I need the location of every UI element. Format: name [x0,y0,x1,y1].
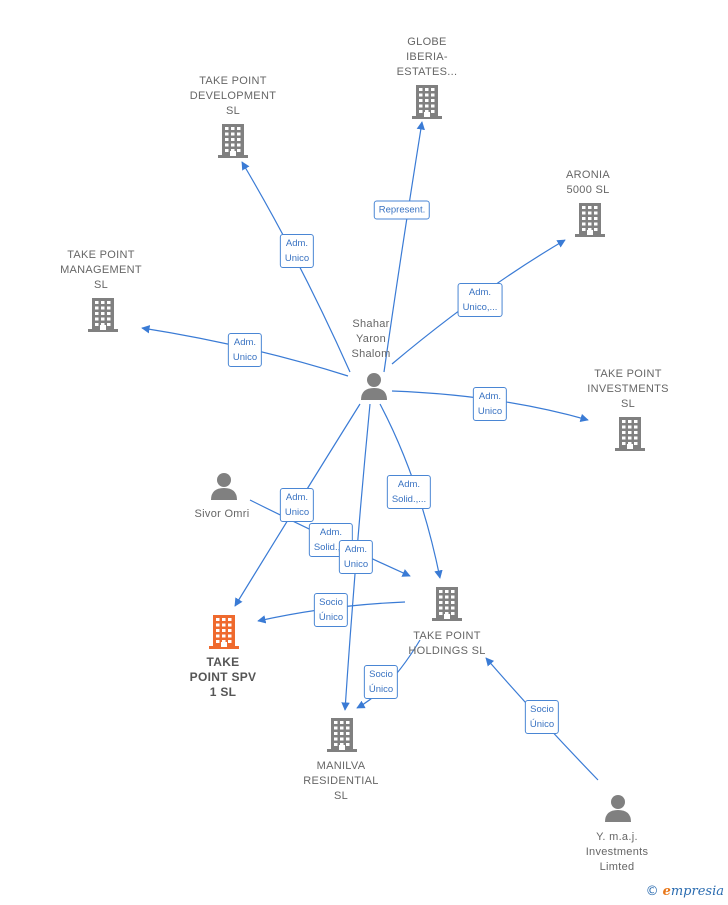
edge-label-e-globe[interactable]: Represent. [373,200,431,220]
edge-label-line: Adm. [344,544,368,555]
edge-label-line: Adm. [233,337,257,348]
edge-label-line: Único [318,612,344,623]
edge-label-line: Adm. [397,479,421,490]
edge-label-line: Adm. [478,391,502,402]
node-label-manilva[interactable]: MANILVA RESIDENTIAL SL [303,759,378,804]
edge-label-line: Represent. [378,204,426,216]
node-label-line: TAKE POINT [594,368,662,380]
building-icon[interactable] [410,84,444,125]
edge-label-line: Unico [284,253,310,264]
node-label-line: Investments [585,846,649,858]
node-label-line: TAKE POINT [199,75,267,87]
copyright-symbol: © [645,884,659,899]
edge-label-line: Unico [477,406,503,417]
edge-label-line: Adm. [285,492,309,503]
edge-label-line: Socio [369,669,393,680]
node-label-line: TAKE POINT [67,249,135,261]
node-label-line: Limted [599,861,635,873]
person-icon[interactable] [209,471,239,506]
building-icon[interactable] [573,202,607,243]
edge-label-line: Adm. [468,287,492,298]
node-label-line: MANILVA [316,760,366,772]
edge-label-line: Adm. [319,527,343,538]
node-label-line: Y. m.a.j. [596,831,638,843]
building-icon[interactable] [86,297,120,338]
node-label-aronia[interactable]: ARONIA 5000 SL [566,168,610,198]
node-label-tp-inv[interactable]: TAKE POINT INVESTMENTS SL [587,367,669,412]
node-label-line: SL [93,279,109,291]
node-label-line: INVESTMENTS [587,383,669,395]
node-label-line: SL [333,790,349,802]
node-label-sivor[interactable]: Sivor Omri [195,507,250,522]
edge-label-line: Unico [284,507,310,518]
node-label-tp-dev[interactable]: TAKE POINT DEVELOPMENT SL [190,74,276,119]
edge-label-line: Adm. [285,238,309,249]
node-label-tp-hold[interactable]: TAKE POINT HOLDINGS SL [408,629,485,659]
node-label-line: IBERIA- [406,51,448,63]
person-icon[interactable] [603,793,633,828]
building-icon[interactable] [325,717,359,758]
brand-initial: e [662,884,671,899]
edge-label-line: Unico [343,559,369,570]
node-label-line: SL [620,398,636,410]
node-label-line: GLOBE [407,36,447,48]
edge-label-e-tpdev[interactable]: Adm. Unico [279,234,315,268]
edge-label-line: Único [529,719,555,730]
brand-name: mpresia [670,884,724,899]
node-label-line: Shalom [351,348,391,360]
node-label-line: POINT SPV [189,670,257,684]
edge-label-e-spv[interactable]: Adm. Unico [279,488,315,522]
edge-label-e-aronia[interactable]: Adm. Unico,... [457,283,503,317]
node-label-line: HOLDINGS SL [408,645,486,657]
edge-label-e-manilva[interactable]: Adm. Unico [338,540,374,574]
node-label-line: TAKE [206,655,240,669]
edge-label-line: Único [368,684,394,695]
edge-label-e-tpmgmt[interactable]: Adm. Unico [227,333,263,367]
person-icon[interactable] [359,371,389,406]
edge-label-line: Unico [232,352,258,363]
node-label-line: 5000 SL [566,184,610,196]
node-label-line: MANAGEMENT [60,264,142,276]
node-label-line: ESTATES... [396,66,458,78]
building-icon[interactable] [613,416,647,457]
edge-label-e-tpinv[interactable]: Adm. Unico [472,387,508,421]
node-label-line: Shahar [352,318,390,330]
node-label-line: RESIDENTIAL [303,775,379,787]
edge-line-e-globe [383,121,425,373]
building-icon[interactable] [207,614,241,655]
node-label-tp-mgmt[interactable]: TAKE POINT MANAGEMENT SL [60,248,142,293]
empresia-logo: ©empresia [646,884,724,899]
node-label-line: SL [225,105,241,117]
node-label-line: Sivor Omri [194,508,250,520]
building-icon[interactable] [216,123,250,164]
edge-label-line: Unico,... [462,302,498,313]
node-label-line: ARONIA [566,169,610,181]
edge-label-line: Solid.,... [313,542,349,553]
edge-label-line: Socio [319,597,343,608]
node-label-line: Yaron [355,333,387,345]
node-label-line: 1 SL [209,685,237,699]
edge-label-line: Solid.,... [391,494,427,505]
edge-label-line: Socio [530,704,554,715]
node-label-line: DEVELOPMENT [189,90,277,102]
node-label-globe[interactable]: GLOBE IBERIA- ESTATES... [397,35,458,80]
building-icon[interactable] [430,586,464,627]
edge-label-e-hold[interactable]: Adm. Solid.,... [386,475,432,509]
node-label-line: TAKE POINT [413,630,481,642]
